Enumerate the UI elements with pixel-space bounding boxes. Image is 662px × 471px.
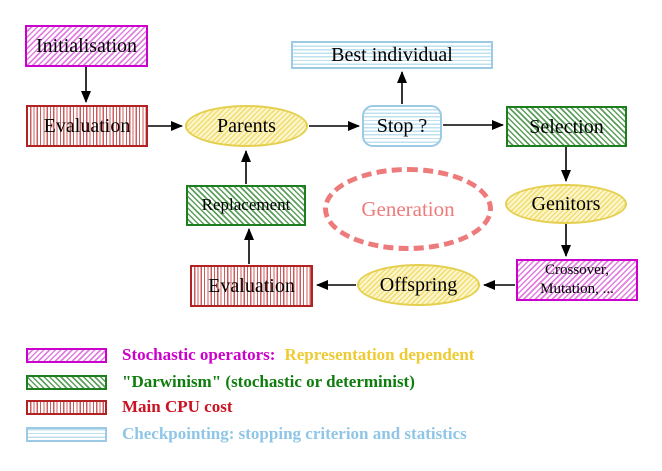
- node-selection: Selection: [506, 106, 627, 147]
- node-evaluation-bottom: Evaluation: [190, 265, 313, 307]
- legend-text-representation-dependent: Representation dependent: [284, 345, 475, 364]
- node-crossover-label-line1: Crossover,: [545, 262, 609, 279]
- legend-text-checkpointing: Checkpointing: stopping criterion and st…: [122, 424, 467, 443]
- node-replacement-label: Replacement: [201, 195, 291, 215]
- legend-row-main-cpu-cost: Main CPU cost: [26, 397, 233, 416]
- legend-text-darwinism: "Darwinism" (stochastic or determinist): [122, 372, 415, 391]
- legend-row-stochastic-operators: Stochastic operators: Representation dep…: [26, 345, 475, 364]
- legend-row-checkpointing: Checkpointing: stopping criterion and st…: [26, 424, 467, 443]
- legend-row-darwinism: "Darwinism" (stochastic or determinist): [26, 372, 415, 391]
- node-genitors: Genitors: [505, 184, 627, 224]
- node-parents: Parents: [185, 105, 308, 147]
- node-best-individual: Best individual: [291, 41, 493, 69]
- node-initialisation-label: Initialisation: [35, 35, 138, 57]
- node-best-individual-label: Best individual: [331, 44, 453, 66]
- legend-swatch-red-vertical-stripes: [26, 399, 107, 415]
- node-initialisation: Initialisation: [25, 25, 148, 67]
- node-parents-label: Parents: [217, 115, 276, 137]
- node-crossover-mutation: Crossover, Mutation, ...: [516, 259, 638, 301]
- legend-text-stochastic-operators: Stochastic operators:: [122, 345, 276, 364]
- node-crossover-label-line2: Mutation, ...: [540, 281, 614, 297]
- node-stop: Stop ?: [362, 105, 442, 147]
- legend-swatch-green-diagonal-hatch: [26, 374, 107, 390]
- node-replacement: Replacement: [186, 185, 306, 226]
- node-offspring-label: Offspring: [379, 274, 458, 296]
- node-selection-label: Selection: [529, 115, 604, 138]
- generation-loop-ellipse: Generation: [323, 167, 493, 251]
- node-offspring: Offspring: [357, 264, 480, 306]
- generation-label: Generation: [361, 196, 455, 221]
- node-evaluation-bottom-label: Evaluation: [208, 275, 295, 297]
- node-evaluation-top-label: Evaluation: [43, 115, 131, 137]
- legend-swatch-cyan-horizontal-stripes: [26, 426, 107, 442]
- node-evaluation-top: Evaluation: [26, 105, 148, 147]
- node-stop-label: Stop ?: [376, 115, 428, 137]
- node-genitors-label: Genitors: [531, 193, 601, 215]
- legend-text-main-cpu-cost: Main CPU cost: [122, 397, 233, 416]
- legend-swatch-magenta-diagonal-hatch: [26, 347, 107, 363]
